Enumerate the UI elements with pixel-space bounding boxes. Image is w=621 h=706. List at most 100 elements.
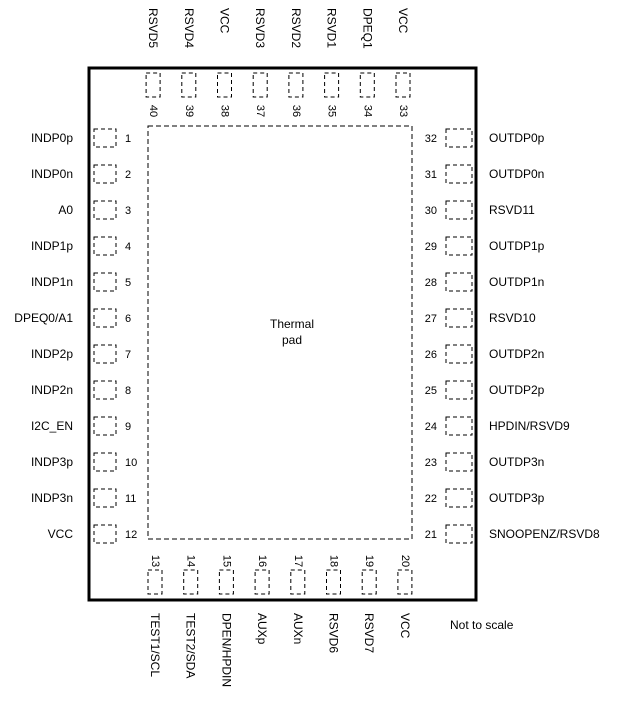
pin-pad bbox=[288, 72, 304, 98]
pin-pad bbox=[445, 272, 473, 292]
pin-name: TEST1/SCL bbox=[148, 613, 162, 677]
pin-pad bbox=[324, 72, 340, 98]
pin-name: OUTDP0p bbox=[489, 131, 545, 145]
pin-name: OUTDP1p bbox=[489, 239, 545, 253]
pin-number: 29 bbox=[425, 241, 437, 253]
pin-name: RSVD3 bbox=[253, 8, 267, 48]
pin-pad bbox=[326, 569, 341, 595]
pin-name: RSVD1 bbox=[325, 8, 339, 48]
thermal-pad-label-line2: pad bbox=[282, 333, 302, 347]
pin-number: 17 bbox=[292, 555, 304, 567]
pin-name: INDP2p bbox=[31, 347, 73, 361]
pin-number: 10 bbox=[125, 457, 137, 469]
pin-number: 24 bbox=[425, 421, 437, 433]
pin-pad bbox=[445, 200, 473, 220]
pin-pad bbox=[445, 344, 473, 364]
pin-number: 22 bbox=[425, 493, 437, 505]
pin-number: 19 bbox=[363, 555, 375, 567]
pin-number: 3 bbox=[125, 205, 131, 217]
pin-name: RSVD4 bbox=[182, 8, 196, 48]
pin-name: HPDIN/RSVD9 bbox=[489, 419, 570, 433]
pin-pad bbox=[93, 344, 117, 364]
pin-pad bbox=[397, 569, 413, 595]
pin-name: OUTDP0n bbox=[489, 167, 544, 181]
pin-name: AUXn bbox=[291, 613, 305, 644]
pin-number: 33 bbox=[397, 105, 409, 117]
pin-pad bbox=[93, 272, 117, 292]
pin-pad bbox=[445, 380, 473, 400]
pin-pad bbox=[93, 164, 117, 184]
pin-number: 25 bbox=[425, 385, 437, 397]
pin-name: OUTDP2n bbox=[489, 347, 544, 361]
pin-number: 39 bbox=[183, 105, 195, 117]
pin-name: AUXp bbox=[255, 613, 269, 645]
pins-layer: 1INDP0p2INDP0n3A04INDP1p5INDP1n6DPEQ0/A1… bbox=[14, 8, 600, 687]
pin-name: INDP1p bbox=[31, 239, 73, 253]
pin-number: 7 bbox=[125, 349, 131, 361]
pin-pad bbox=[93, 200, 117, 220]
pin-name: INDP0p bbox=[31, 131, 73, 145]
pin-pad bbox=[252, 72, 268, 98]
pin-name: INDP3p bbox=[31, 455, 73, 469]
pin-number: 11 bbox=[125, 493, 136, 505]
pin-pad bbox=[445, 488, 473, 508]
pin-pad bbox=[183, 569, 199, 595]
pin-pad bbox=[147, 569, 163, 595]
pin-pad bbox=[445, 308, 473, 328]
pin-name: VCC bbox=[396, 8, 410, 34]
pin-number: 36 bbox=[290, 105, 302, 117]
pin-pad bbox=[445, 164, 473, 184]
pin-number: 21 bbox=[425, 529, 437, 541]
pin-number: 18 bbox=[328, 555, 340, 567]
pin-number: 28 bbox=[425, 277, 437, 289]
pin-number: 14 bbox=[185, 555, 197, 567]
pin-number: 8 bbox=[125, 385, 131, 397]
pin-number: 2 bbox=[125, 169, 131, 181]
pin-pad bbox=[93, 308, 117, 328]
pin-pad bbox=[445, 524, 473, 544]
pin-pad bbox=[181, 72, 197, 98]
pin-number: 12 bbox=[125, 529, 137, 541]
pin-pad bbox=[145, 72, 161, 98]
pin-number: 13 bbox=[149, 555, 161, 567]
pin-name: VCC bbox=[218, 8, 232, 34]
pin-pad bbox=[93, 488, 117, 508]
pin-pad bbox=[254, 569, 270, 595]
pin-number: 4 bbox=[125, 241, 131, 253]
pin-name: VCC bbox=[398, 613, 412, 639]
pin-name: OUTDP1n bbox=[489, 275, 544, 289]
pin-pad bbox=[218, 569, 234, 595]
pin-name: VCC bbox=[48, 527, 74, 541]
pin-pad bbox=[395, 72, 411, 98]
pin-number: 27 bbox=[425, 313, 437, 325]
pin-name: INDP3n bbox=[31, 491, 73, 505]
pin-name: RSVD2 bbox=[289, 8, 303, 48]
pin-pad bbox=[445, 416, 473, 436]
pin-number: 23 bbox=[425, 457, 437, 469]
pin-pad bbox=[93, 452, 117, 472]
pin-number: 32 bbox=[425, 133, 437, 145]
not-to-scale-note: Not to scale bbox=[450, 618, 514, 632]
pin-name: A0 bbox=[58, 203, 73, 217]
pin-name: DPEN/HPDIN bbox=[219, 613, 233, 687]
pin-pad bbox=[359, 72, 375, 98]
pin-pad bbox=[93, 236, 117, 256]
pin-pad bbox=[217, 72, 232, 98]
pin-number: 40 bbox=[147, 105, 159, 117]
pin-name: OUTDP3n bbox=[489, 455, 544, 469]
pin-number: 6 bbox=[125, 313, 131, 325]
pin-pad bbox=[361, 569, 377, 595]
pin-name: RSVD6 bbox=[327, 613, 341, 653]
pin-name: RSVD5 bbox=[146, 8, 160, 48]
pin-number: 37 bbox=[254, 105, 266, 117]
pin-pad bbox=[93, 380, 117, 400]
pin-name: DPEQ0/A1 bbox=[14, 311, 73, 325]
pin-name: OUTDP3p bbox=[489, 491, 545, 505]
pin-pad bbox=[290, 569, 306, 595]
pin-name: I2C_EN bbox=[31, 419, 73, 433]
pin-name: DPEQ1 bbox=[360, 8, 374, 49]
pin-pad bbox=[93, 416, 117, 436]
pin-number: 26 bbox=[425, 349, 437, 361]
pin-name: INDP0n bbox=[31, 167, 73, 181]
